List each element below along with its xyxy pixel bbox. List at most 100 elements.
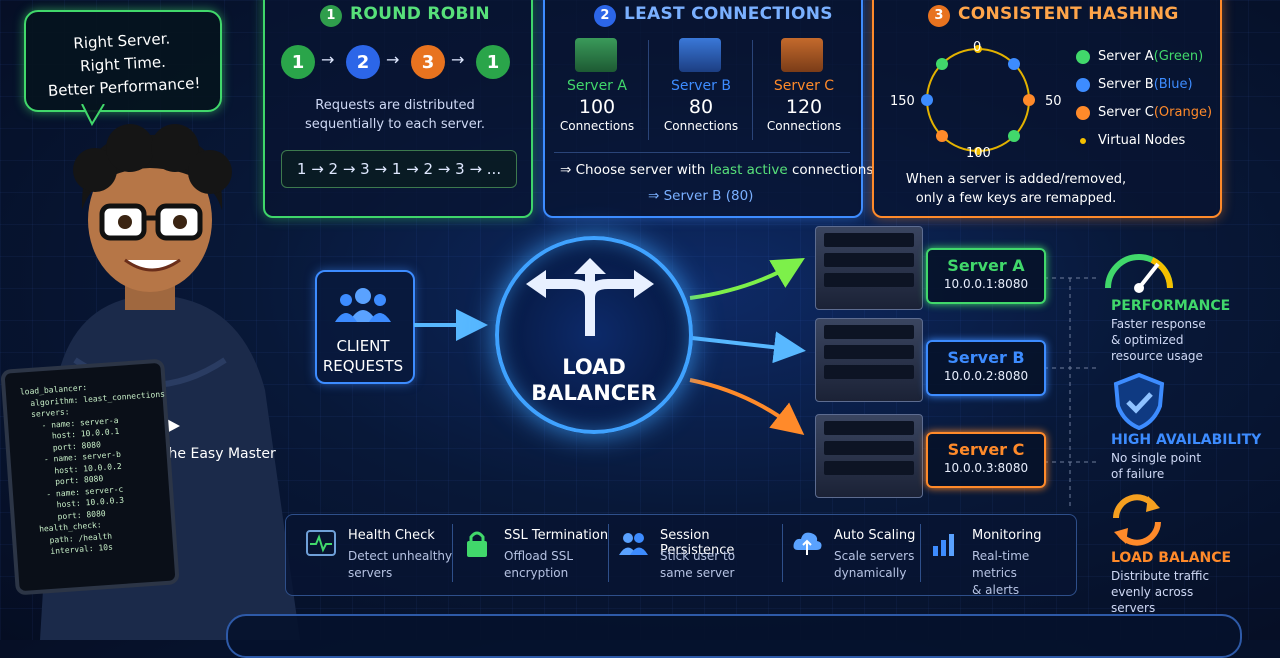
server-c-icon [781,38,823,72]
connection-count: 80 [688,96,714,118]
hash-note: When a server is added/removed,only a fe… [905,172,1127,206]
server-name: Server B [671,78,731,94]
step-badge: 3 [928,4,950,27]
feature-title: Auto Scaling [834,528,916,543]
divider [920,524,921,582]
flow-arrows [414,257,1100,510]
server-a-icon [575,38,617,72]
rr-arrow: → [451,50,465,69]
least-connections-result: ⇒ Server B (80) [648,188,754,204]
server-name: Server A [947,256,1025,275]
server-rack-c [815,414,923,498]
pulse-icon [306,530,336,556]
ring-label-right: 50 [1045,94,1062,109]
least-connections-column: Server B 80 Connections [649,78,753,133]
cloud-icon [793,532,822,555]
benefit-title: PERFORMANCE [1111,298,1231,314]
connection-count: 100 [578,96,616,118]
feature-title: Monitoring [972,528,1042,543]
benefit-title: HIGH AVAILABILITY [1111,432,1262,448]
round-robin-pattern: 1 → 2 → 3 → 1 → 2 → 3 → ... [281,150,517,188]
legend-dot [1080,137,1086,144]
rr-server-3: 3 [411,45,445,79]
legend-item: Virtual Nodes [1076,133,1185,148]
divider [554,152,850,153]
mascot-shirt-text: The Easy Master [160,446,276,462]
feature-title: Session Persistence [660,528,735,558]
speech-bubble: Right Server. Right Time. Better Perform… [24,10,222,112]
server-rack-a [815,226,923,310]
connection-unit: Connections [559,119,635,133]
server-name: Server C [773,78,835,94]
server-ip: 10.0.0.1:8080 [943,277,1029,291]
shield-check-icon [1113,372,1165,430]
server-label-a: Server A 10.0.0.1:8080 [926,248,1046,304]
bottom-banner [226,614,1242,658]
legend-item: Server C (Orange) [1076,105,1212,120]
least-connections-column: Server C 120 Connections [752,78,856,133]
benefit-desc: evenly across [1111,585,1194,599]
hash-ring [921,45,1035,155]
round-robin-title: 1 ROUND ROBIN [320,4,490,27]
divider [608,524,609,582]
benefit-desc: servers [1111,601,1156,615]
connection-count: 120 [785,96,823,118]
least-connections-title: 2 LEAST CONNECTIONS [594,4,833,27]
rr-arrow: → [386,50,400,69]
server-name: Server C [947,440,1025,459]
legend-item: Server B (Blue) [1076,77,1193,92]
divider [452,524,453,582]
least-connections-title-text: LEAST CONNECTIONS [624,4,833,24]
feature-title: SSL Termination [504,528,609,543]
ring-label-left: 150 [890,94,915,109]
bubble-tail [81,104,105,126]
lock-icon [467,531,487,557]
benefit-desc: resource usage [1111,349,1203,363]
least-connections-rule: ⇒ Choose server with least active connec… [560,162,874,178]
least-connections-panel [543,0,863,218]
step-badge: 1 [320,4,342,27]
connection-unit: Connections [663,119,739,133]
server-ip: 10.0.0.3:8080 [943,461,1029,475]
benefit-desc: of failure [1111,467,1165,481]
server-rack-b [815,318,923,402]
users-icon [619,533,648,555]
users-icon [335,288,391,322]
benefit-desc: No single point [1111,451,1202,465]
divider [782,524,783,582]
feature-title: Health Check [348,528,435,543]
server-label-c: Server C 10.0.0.3:8080 [926,432,1046,488]
speedometer-icon [1105,254,1173,293]
legend-dot [1076,49,1090,64]
server-ip: 10.0.0.2:8080 [943,369,1029,383]
server-name: Server B [947,348,1025,367]
benefit-desc: & optimized [1111,333,1184,347]
feature-desc: Real-time metrics& alerts [972,549,1030,597]
split-arrows-icon [526,258,654,336]
benefit-desc: Distribute traffic [1111,569,1210,583]
rr-server-1: 1 [476,45,510,79]
bar-chart-icon [933,534,954,556]
benefit-title: LOAD BALANCE [1111,550,1232,566]
benefit-desc: Faster response [1111,317,1206,331]
step-badge: 2 [594,4,616,27]
divider [648,40,649,140]
server-name: Server A [567,78,627,94]
rr-arrow: → [321,50,335,69]
connection-unit: Connections [766,119,842,133]
round-robin-title-text: ROUND ROBIN [350,4,490,24]
rr-server-2: 2 [346,45,380,79]
consistent-hashing-panel [872,0,1222,218]
